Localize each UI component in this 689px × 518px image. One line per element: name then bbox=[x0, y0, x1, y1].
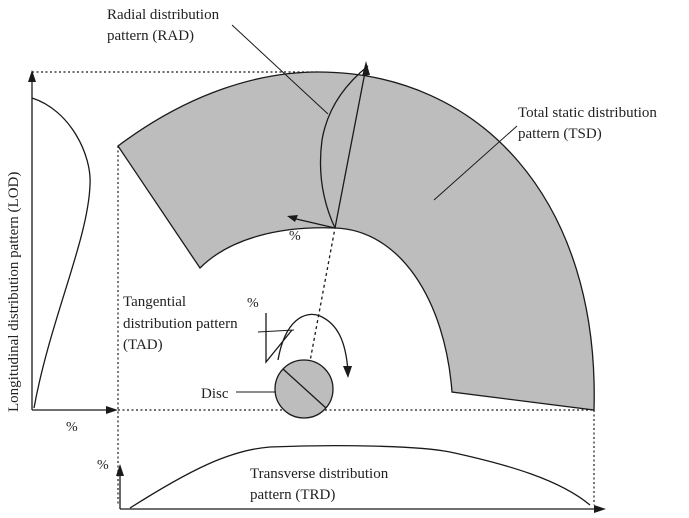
rad-leader-line bbox=[231, 24, 329, 115]
tsd-label-line1: Total static distribution bbox=[518, 105, 657, 121]
lod-percent-label: % bbox=[66, 420, 78, 435]
rad-label-line2: pattern (RAD) bbox=[107, 28, 194, 44]
rad-horizontal-arrow-line bbox=[291, 217, 336, 229]
tad-label-line3: (TAD) bbox=[123, 337, 163, 353]
rad-percent-label: % bbox=[289, 229, 301, 244]
rad-label-line1: Radial distribution bbox=[107, 7, 220, 23]
rad-vector-arrowhead bbox=[362, 61, 370, 76]
tsd-label-line2: pattern (TSD) bbox=[518, 126, 602, 142]
tad-label-line2: distribution pattern bbox=[123, 316, 238, 332]
disc-circle bbox=[274, 359, 334, 419]
trd-label-line2: pattern (TRD) bbox=[250, 487, 335, 503]
disc-diameter-line bbox=[282, 368, 327, 409]
tsd-sector bbox=[117, 71, 595, 411]
tad-percent-label: % bbox=[247, 296, 259, 311]
disc-label: Disc bbox=[201, 386, 229, 402]
lod-axis-arrowhead bbox=[28, 70, 36, 82]
lod-axis-label: Longitudinal distribution pattern (LOD) bbox=[6, 172, 22, 412]
tad-arrowhead bbox=[343, 366, 352, 378]
rad-vector-line bbox=[334, 66, 367, 229]
trd-label-line1: Transverse distribution bbox=[250, 466, 389, 482]
trd-axis-arrowhead bbox=[116, 464, 124, 476]
rad-horizontal-arrowhead bbox=[287, 215, 298, 222]
tad-curve bbox=[277, 313, 349, 373]
rad-curve bbox=[319, 65, 369, 229]
trd-horizontal-arrowhead bbox=[594, 505, 606, 513]
tad-leader-line bbox=[257, 329, 295, 333]
trd-curve bbox=[129, 444, 591, 509]
tad-label-line1: Tangential bbox=[123, 294, 186, 310]
lod-horizontal-arrowhead bbox=[106, 406, 118, 414]
lod-curve bbox=[31, 97, 91, 409]
tsd-leader-line bbox=[433, 125, 518, 201]
trd-percent-label: % bbox=[97, 458, 109, 473]
